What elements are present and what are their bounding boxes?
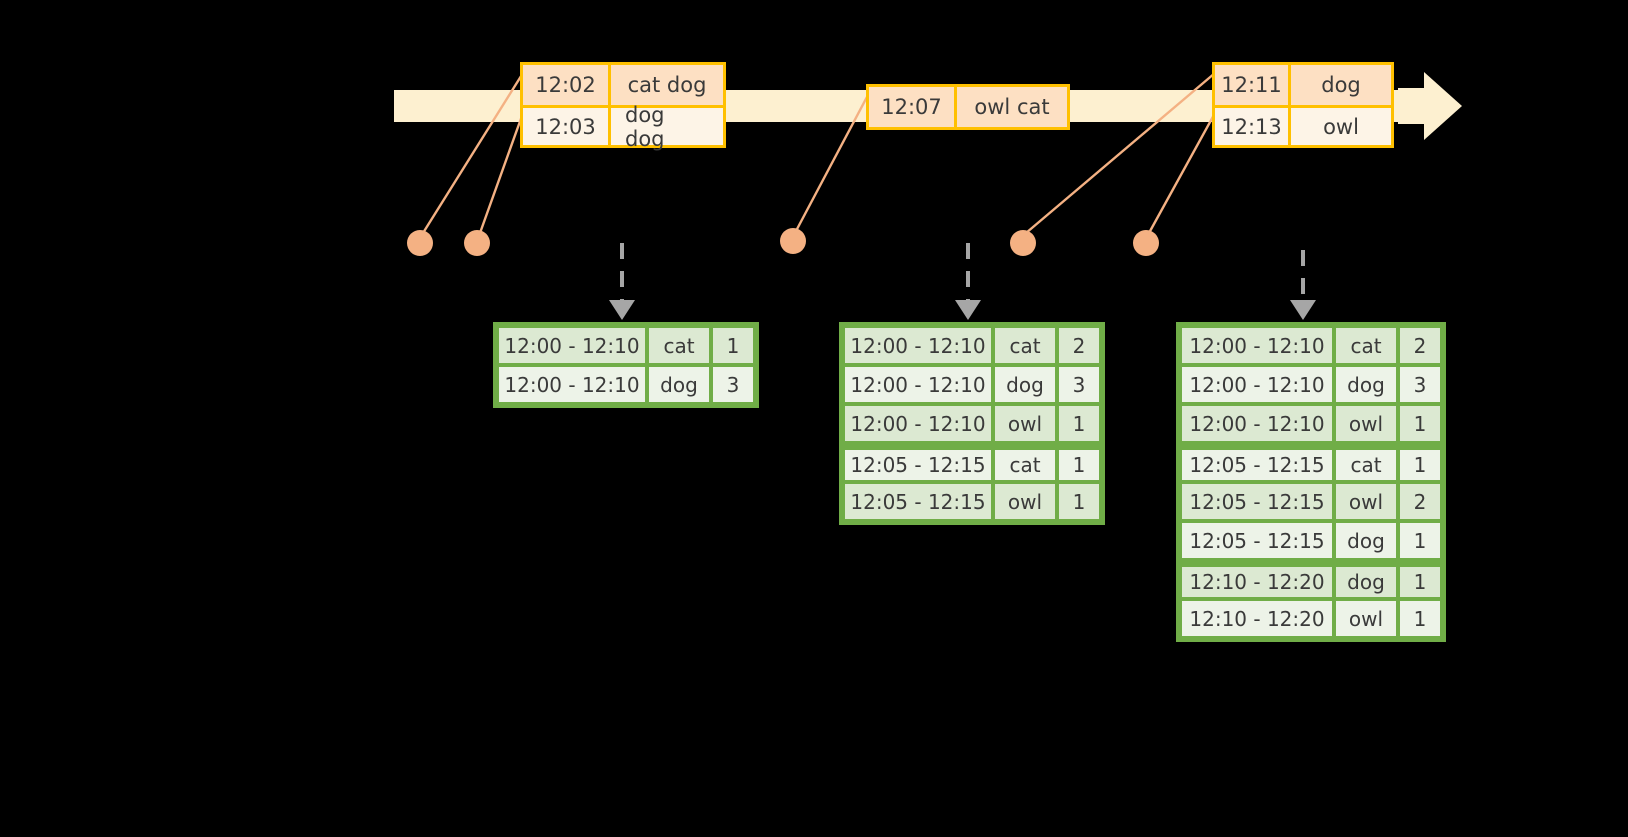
cell-word: dog bbox=[1335, 566, 1397, 598]
cell-word: dog bbox=[1335, 522, 1397, 559]
cell-window: 12:05 - 12:15 bbox=[1181, 522, 1333, 559]
event-dot-3 bbox=[780, 228, 806, 254]
cell-count: 3 bbox=[1058, 366, 1100, 403]
cell-window: 12:05 - 12:15 bbox=[1181, 449, 1333, 481]
event-time: 12:11 bbox=[1215, 65, 1291, 105]
cell-window: 12:00 - 12:10 bbox=[1181, 327, 1333, 364]
event-row[interactable]: 12:03 dog dog bbox=[523, 103, 723, 151]
cell-count: 2 bbox=[1399, 327, 1441, 364]
event-dot-5 bbox=[1133, 230, 1159, 256]
cell-count: 1 bbox=[1399, 600, 1441, 637]
dashed-arrow-2-head bbox=[955, 300, 981, 320]
event-text: dog bbox=[1291, 65, 1391, 105]
cell-count: 2 bbox=[1058, 327, 1100, 364]
cell-count: 1 bbox=[1058, 483, 1100, 520]
cell-word: dog bbox=[1335, 366, 1397, 403]
cell-window: 12:00 - 12:10 bbox=[844, 327, 992, 364]
cell-count: 2 bbox=[1399, 483, 1441, 520]
cell-count: 1 bbox=[1058, 449, 1100, 481]
connector-line-5 bbox=[1147, 112, 1217, 234]
cell-word: cat bbox=[1335, 327, 1397, 364]
cell-word: cat bbox=[1335, 449, 1397, 481]
cell-window: 12:00 - 12:10 bbox=[844, 405, 992, 442]
cell-window: 12:10 - 12:20 bbox=[1181, 600, 1333, 637]
cell-word: owl bbox=[994, 405, 1056, 442]
event-text: dog dog bbox=[611, 103, 723, 151]
event-row[interactable]: 12:07 owl cat bbox=[869, 87, 1067, 127]
right-arrow-icon bbox=[1424, 72, 1462, 140]
event-dot-4 bbox=[1010, 230, 1036, 256]
cell-word: dog bbox=[994, 366, 1056, 403]
event-time: 12:07 bbox=[869, 87, 957, 127]
event-time: 12:13 bbox=[1215, 108, 1291, 145]
event-row[interactable]: 12:11 dog bbox=[1215, 65, 1391, 105]
cell-count: 1 bbox=[1399, 522, 1441, 559]
cell-word: owl bbox=[1335, 405, 1397, 442]
cell-word: cat bbox=[648, 327, 710, 364]
event-box-1[interactable]: 12:02 cat dog 12:03 dog dog bbox=[520, 62, 726, 151]
cell-count: 3 bbox=[712, 366, 754, 403]
cell-window: 12:00 - 12:10 bbox=[498, 366, 646, 403]
cell-word: owl bbox=[1335, 600, 1397, 637]
cell-window: 12:05 - 12:15 bbox=[1181, 483, 1333, 520]
cell-window: 12:10 - 12:20 bbox=[1181, 566, 1333, 598]
cell-window: 12:05 - 12:15 bbox=[844, 449, 992, 481]
event-text: owl cat bbox=[957, 87, 1067, 127]
event-box-2[interactable]: 12:07 owl cat bbox=[866, 84, 1070, 130]
cell-word: owl bbox=[1335, 483, 1397, 520]
event-box-3[interactable]: 12:11 dog 12:13 owl bbox=[1212, 62, 1394, 148]
cell-window: 12:00 - 12:10 bbox=[1181, 366, 1333, 403]
cell-window: 12:05 - 12:15 bbox=[844, 483, 992, 520]
event-time: 12:02 bbox=[523, 65, 611, 105]
event-row[interactable]: 12:02 cat dog bbox=[523, 65, 723, 105]
cell-count: 1 bbox=[1058, 405, 1100, 442]
event-dot-1 bbox=[407, 230, 433, 256]
cell-window: 12:00 - 12:10 bbox=[844, 366, 992, 403]
event-text: owl bbox=[1291, 108, 1391, 145]
cell-count: 1 bbox=[712, 327, 754, 364]
event-time: 12:03 bbox=[523, 108, 611, 145]
cell-word: dog bbox=[648, 366, 710, 403]
timeline-arrow-stem bbox=[1398, 88, 1428, 124]
event-text: cat dog bbox=[611, 65, 723, 105]
cell-window: 12:00 - 12:10 bbox=[498, 327, 646, 364]
cell-word: owl bbox=[994, 483, 1056, 520]
event-row[interactable]: 12:13 owl bbox=[1215, 105, 1391, 145]
cell-count: 1 bbox=[1399, 405, 1441, 442]
cell-count: 3 bbox=[1399, 366, 1441, 403]
cell-count: 1 bbox=[1399, 566, 1441, 598]
event-dot-2 bbox=[464, 230, 490, 256]
cell-count: 1 bbox=[1399, 449, 1441, 481]
cell-word: cat bbox=[994, 327, 1056, 364]
dashed-arrow-1-head bbox=[609, 300, 635, 320]
connector-line-2 bbox=[478, 112, 525, 234]
cell-word: cat bbox=[994, 449, 1056, 481]
dashed-arrow-3-head bbox=[1290, 300, 1316, 320]
cell-window: 12:00 - 12:10 bbox=[1181, 405, 1333, 442]
